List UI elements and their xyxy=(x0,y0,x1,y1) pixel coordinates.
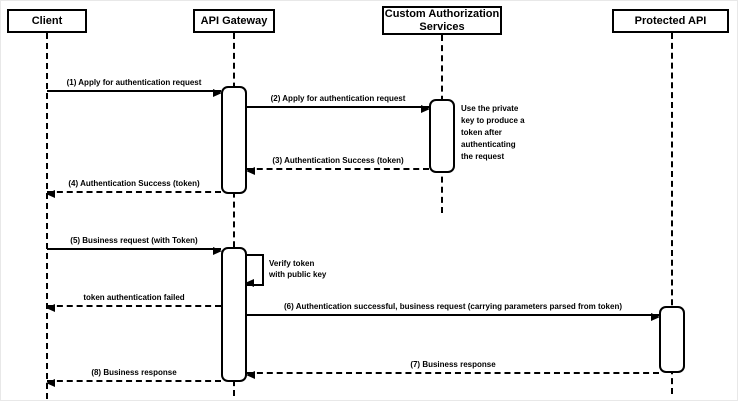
message-label: (1) Apply for authentication request xyxy=(66,78,202,87)
arrowhead-icon xyxy=(213,89,222,97)
message-label: (8) Business response xyxy=(91,368,177,377)
activation-api-gateway-2 xyxy=(221,247,247,382)
message-2-apply-auth-request: (2) Apply for authentication request xyxy=(247,93,430,113)
arrowhead-icon xyxy=(421,105,430,113)
message-line xyxy=(246,167,429,175)
participant-label: API Gateway xyxy=(200,14,268,27)
message-label: token authentication failed xyxy=(83,293,185,302)
arrowhead-icon xyxy=(245,279,254,287)
lifeline-api-gateway xyxy=(233,33,235,396)
message-label: (6) Authentication successful, business … xyxy=(283,302,623,311)
participant-protected-api: Protected API xyxy=(612,9,729,33)
arrowhead-icon xyxy=(246,371,255,379)
lifeline-client xyxy=(46,33,48,399)
participant-label: Custom Authorization Services xyxy=(384,7,500,33)
message-line xyxy=(47,247,222,255)
message-4-auth-success: (4) Authentication Success (token) xyxy=(46,178,221,198)
participant-label: Protected API xyxy=(634,14,707,27)
message-label: (7) Business response xyxy=(410,360,496,369)
message-8-business-response: (8) Business response xyxy=(46,367,221,387)
message-line xyxy=(246,371,659,379)
message-line xyxy=(47,89,222,97)
message-7-business-response: (7) Business response xyxy=(246,359,659,379)
activation-protected-api xyxy=(659,306,685,373)
message-label: (5) Business request (with Token) xyxy=(70,236,198,245)
arrowhead-icon xyxy=(213,247,222,255)
message-line xyxy=(46,190,221,198)
note-private-key: Use the private key to produce a token a… xyxy=(461,104,525,161)
participant-client: Client xyxy=(7,9,87,33)
participant-label: Client xyxy=(31,14,63,27)
message-label: (3) Authentication Success (token) xyxy=(272,156,404,165)
message-label: (2) Apply for authentication request xyxy=(270,94,406,103)
message-line xyxy=(247,105,430,113)
arrowhead-icon xyxy=(46,304,55,312)
arrowhead-icon xyxy=(246,167,255,175)
arrowhead-icon xyxy=(46,190,55,198)
message-line xyxy=(46,304,221,312)
message-1-apply-auth-request: (1) Apply for authentication request xyxy=(47,77,222,97)
message-6-auth-successful-business-request: (6) Authentication successful, business … xyxy=(247,301,660,321)
lifeline-protected-api xyxy=(671,33,673,394)
message-5-business-request: (5) Business request (with Token) xyxy=(47,235,222,255)
message-line xyxy=(46,379,221,387)
participant-custom-auth-services: Custom Authorization Services xyxy=(382,6,502,35)
activation-custom-auth-services xyxy=(429,99,455,173)
message-label: (4) Authentication Success (token) xyxy=(68,179,200,188)
participant-api-gateway: API Gateway xyxy=(193,9,275,33)
self-message-verify-token xyxy=(245,254,264,287)
arrowhead-icon xyxy=(46,379,55,387)
activation-api-gateway-1 xyxy=(221,86,247,194)
message-3-auth-success: (3) Authentication Success (token) xyxy=(246,155,429,175)
message-token-auth-failed: token authentication failed xyxy=(46,292,221,312)
message-line xyxy=(247,313,660,321)
arrowhead-icon xyxy=(651,313,660,321)
self-message-label: Verify token with public key xyxy=(269,259,327,279)
